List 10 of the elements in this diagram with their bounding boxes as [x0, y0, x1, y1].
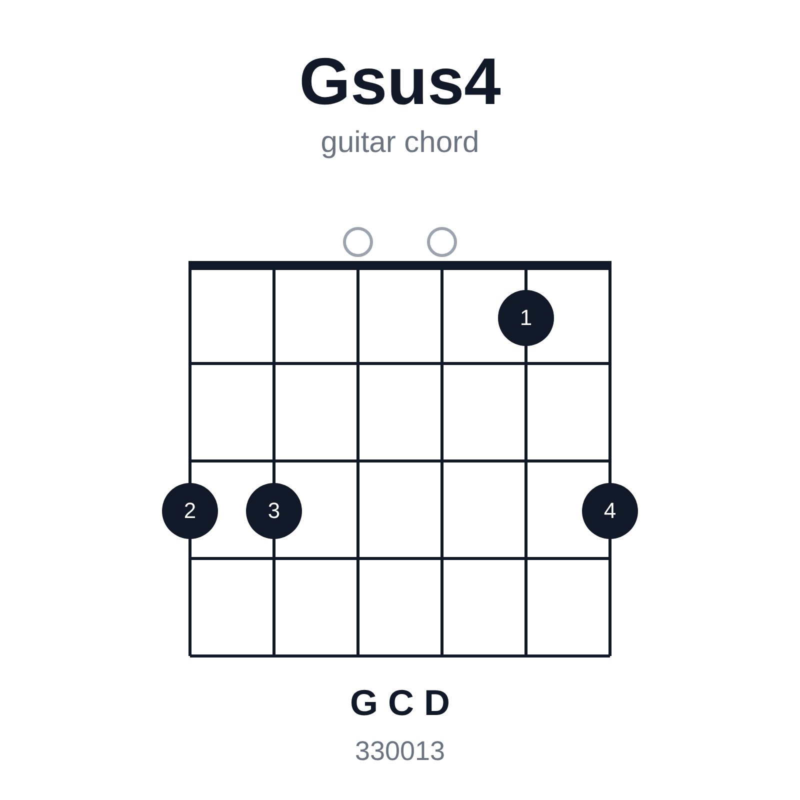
finger-number: 4: [604, 498, 616, 524]
finger-number: 2: [184, 498, 196, 524]
open-string-marker: [427, 227, 457, 257]
finger-number: 3: [268, 498, 280, 524]
chord-title: Gsus4: [299, 44, 501, 120]
finger-number: 1: [520, 305, 532, 331]
fret-numbers: 330013: [354, 736, 446, 768]
subtitle: guitar chord: [320, 126, 480, 160]
open-string-marker: [343, 227, 373, 257]
note-names: G C D: [350, 682, 450, 724]
